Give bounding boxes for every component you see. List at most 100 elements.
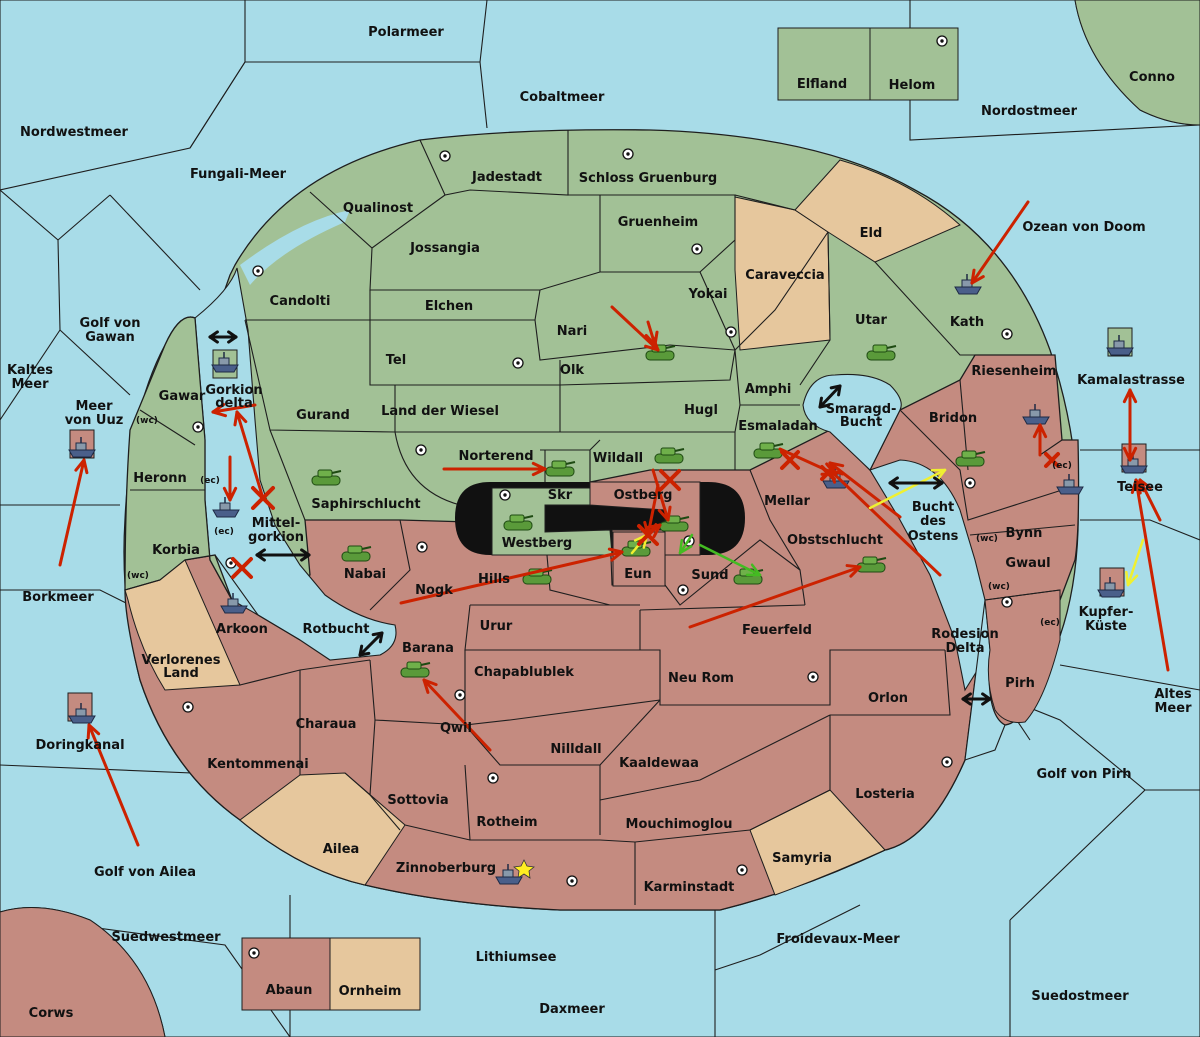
label-samyria: Samyria (772, 851, 832, 866)
fleet-unit-icon[interactable] (212, 497, 240, 518)
supply-dot-core (420, 545, 424, 549)
label-nogk: Nogk (415, 583, 453, 598)
supply-dot-core (229, 561, 233, 565)
order-arrow (678, 533, 694, 555)
label-norterend: Norterend (458, 449, 533, 464)
province-ornheim[interactable] (329, 937, 421, 1011)
label-qwil: Qwil (440, 721, 472, 736)
fleet-unit-icon[interactable] (1056, 474, 1084, 495)
label-lithiumsee: Lithiumsee (476, 950, 557, 965)
supply-dot-core (503, 493, 507, 497)
fleet-unit-icon[interactable] (68, 437, 96, 458)
army-unit-icon[interactable] (866, 344, 897, 361)
label-barana: Barana (402, 641, 454, 656)
double-arrow-icon (208, 330, 238, 344)
army-unit-icon[interactable] (654, 447, 685, 464)
label-gwaul: Gwaul (1005, 556, 1050, 571)
label-ostberg: Ostberg (614, 488, 673, 503)
label-mittel-1: Mittel- (252, 516, 301, 531)
supply-dot-core (968, 481, 972, 485)
order-arrow (1125, 538, 1145, 587)
supply-dot-core (681, 588, 685, 592)
label-kaltes-meer-2: Meer (12, 377, 50, 392)
order-arrow (698, 543, 762, 577)
label-riesenheim: Riesenheim (971, 364, 1056, 379)
label-meer-von-uuz-1: Meer (76, 399, 114, 414)
label-eun: Eun (624, 567, 651, 582)
order-arrow (970, 200, 1030, 285)
label-conno: Conno (1129, 70, 1175, 85)
army-unit-icon[interactable] (400, 661, 431, 678)
order-arrow (868, 468, 947, 510)
label-charaua: Charaua (296, 717, 357, 732)
label-skr: Skr (548, 488, 573, 503)
coast-tag-wc: (wc) (976, 534, 998, 544)
order-arrow (1138, 478, 1162, 522)
label-cobaltmeer: Cobaltmeer (520, 90, 605, 105)
coast-tag-ec: (ec) (214, 527, 234, 537)
order-arrow (1122, 388, 1138, 462)
supply-dot-core (252, 951, 256, 955)
fleet-unit-icon[interactable] (954, 274, 982, 295)
label-suedostmeer: Suedostmeer (1031, 989, 1129, 1004)
double-arrow-icon (358, 631, 384, 657)
label-nilldall: Nilldall (550, 742, 601, 757)
label-smaragd-1: Smaragd- (826, 402, 897, 417)
province-eld[interactable] (794, 159, 961, 263)
label-orlon: Orlon (868, 691, 908, 706)
label-verlorenes-1: Verlorenes (141, 653, 220, 668)
label-corws: Corws (29, 1006, 74, 1021)
army-unit-icon[interactable] (503, 514, 534, 531)
label-mittel-2: gorkion (248, 530, 304, 545)
double-arrow-icon (888, 476, 944, 490)
army-unit-icon[interactable] (856, 556, 887, 573)
label-candolti: Candolti (270, 294, 331, 309)
army-unit-icon[interactable] (753, 442, 784, 459)
army-unit-icon[interactable] (545, 460, 576, 477)
label-hills: Hills (478, 572, 510, 587)
label-olk: Olk (560, 363, 585, 378)
fleet-unit-icon[interactable] (220, 593, 248, 614)
label-amphi: Amphi (745, 382, 792, 397)
x-mark-icon (820, 465, 836, 481)
label-polarmeer: Polarmeer (368, 25, 444, 40)
label-bucht-3: Ostens (908, 529, 959, 544)
supply-dot-core (443, 154, 447, 158)
fleet-unit-icon[interactable] (1097, 577, 1125, 598)
label-tel: Tel (386, 353, 406, 368)
province-conno[interactable] (1074, 0, 1200, 126)
label-daxmeer: Daxmeer (539, 1002, 605, 1017)
supply-dot-core (186, 705, 190, 709)
label-feuerfeld: Feuerfeld (742, 623, 812, 638)
label-bucht-1: Bucht (912, 500, 954, 515)
fleet-unit-icon[interactable] (1022, 404, 1050, 425)
label-helom: Helom (889, 78, 936, 93)
province-corws[interactable] (0, 907, 166, 1037)
province-verlorenes-land[interactable] (124, 559, 241, 691)
supply-dot-core (196, 425, 200, 429)
x-mark-icon (780, 450, 800, 470)
label-gawar: Gawar (159, 389, 206, 404)
label-wildall: Wildall (593, 451, 643, 466)
army-unit-icon[interactable] (341, 545, 372, 562)
label-neu-rom: Neu Rom (668, 671, 734, 686)
fleet-unit-icon[interactable] (1120, 453, 1148, 474)
supply-dot-core (1005, 600, 1009, 604)
fleet-unit-icon[interactable] (211, 352, 239, 373)
label-gorkion-2: delta (215, 396, 253, 411)
army-unit-icon[interactable] (311, 469, 342, 486)
coast-tag-wc: (wc) (127, 571, 149, 581)
order-arrow (222, 455, 238, 502)
province-elfland[interactable] (777, 27, 871, 101)
fleet-unit-icon[interactable] (495, 864, 523, 885)
province-samyria[interactable] (749, 789, 886, 896)
fleet-unit-icon[interactable] (68, 703, 96, 724)
label-sund: Sund (691, 568, 728, 583)
label-nordostmeer: Nordostmeer (981, 104, 1078, 119)
fleet-unit-icon[interactable] (1106, 335, 1134, 356)
label-jossangia: Jossangia (409, 241, 480, 256)
army-unit-icon[interactable] (955, 450, 986, 467)
label-jadestadt: Jadestadt (471, 170, 542, 185)
label-kamalastrasse: Kamalastrasse (1077, 373, 1185, 388)
label-nabai: Nabai (344, 567, 386, 582)
